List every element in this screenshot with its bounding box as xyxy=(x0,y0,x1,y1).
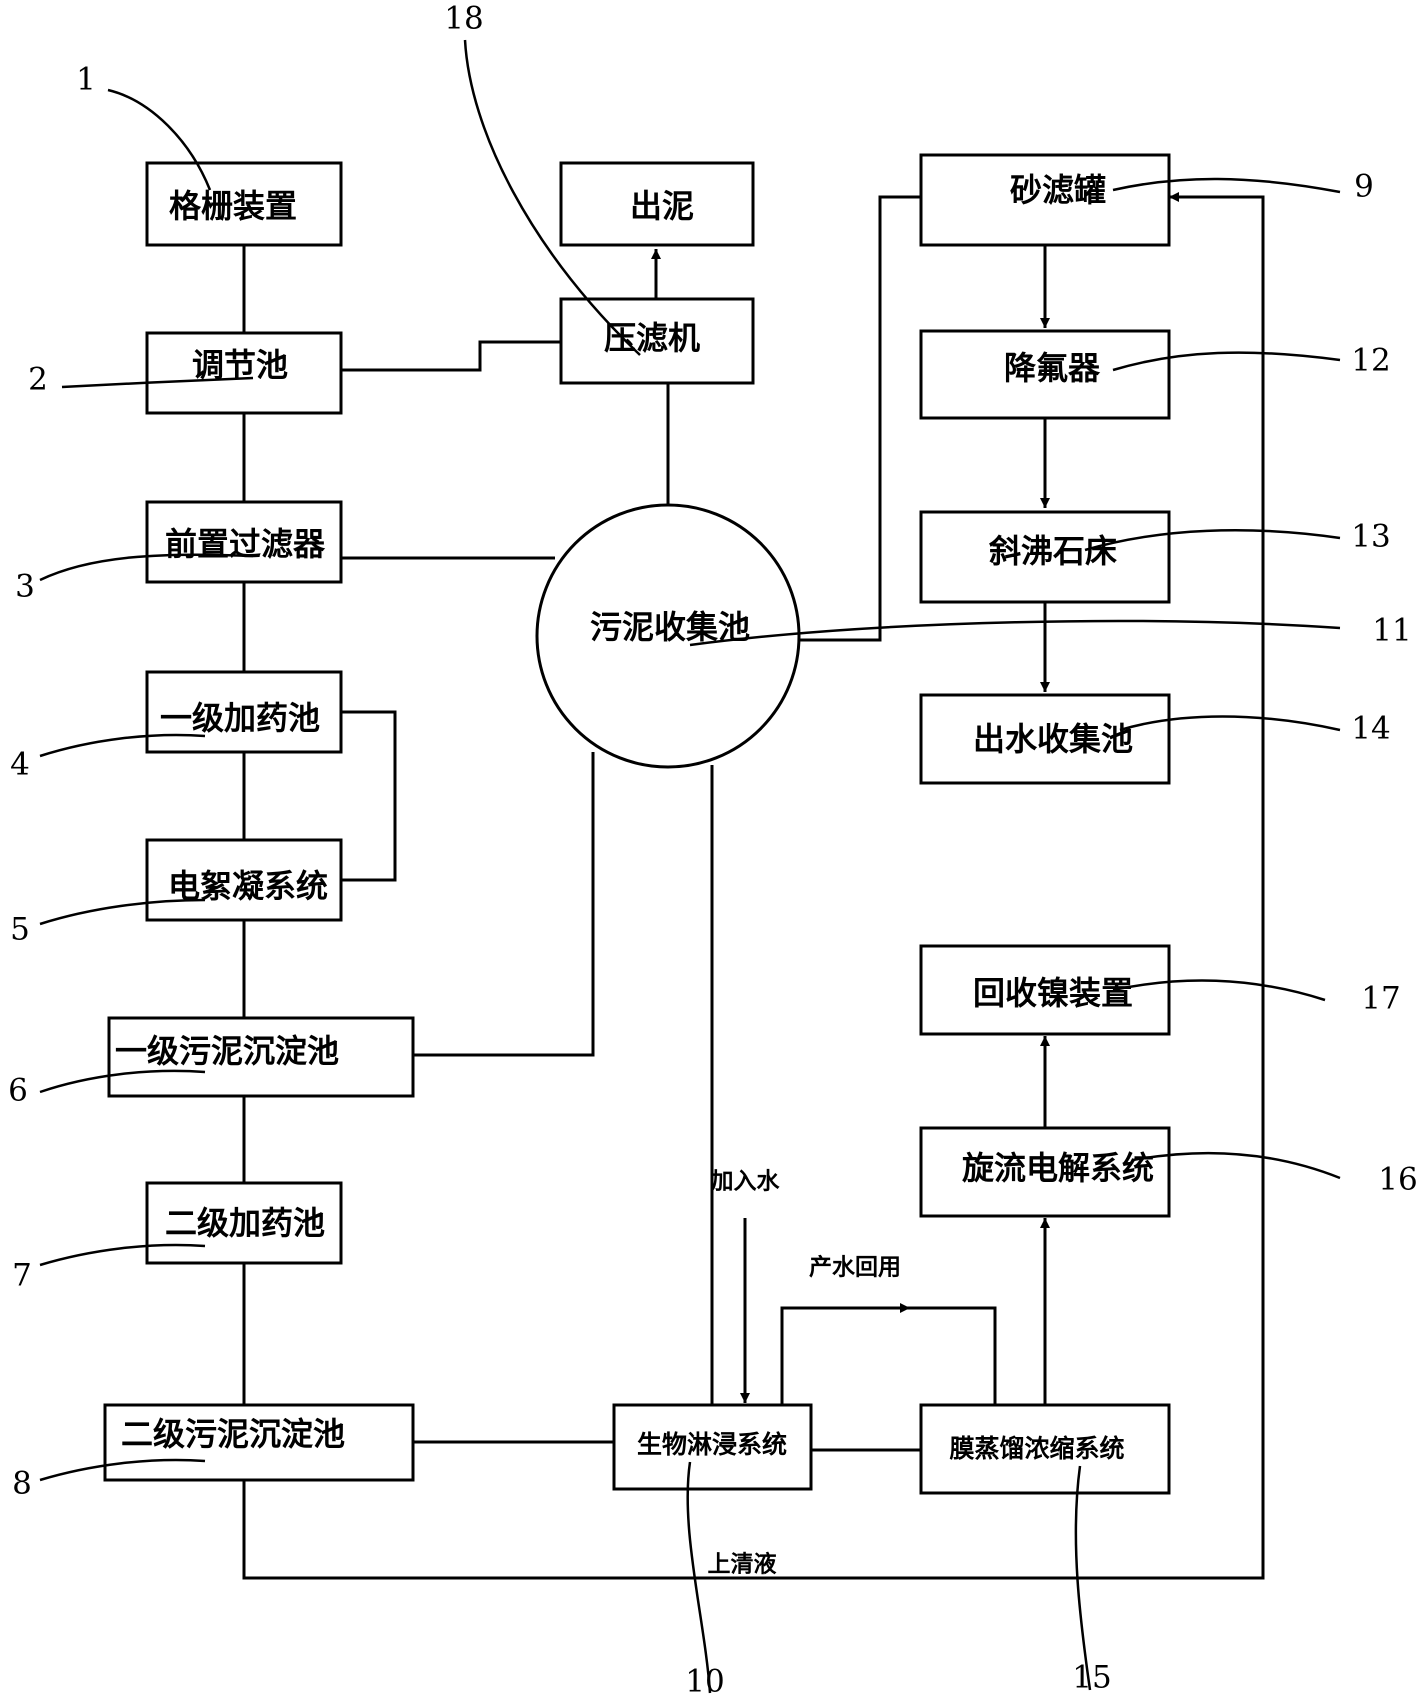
leader-10 xyxy=(686,1461,712,1694)
ref-15: 15 xyxy=(1072,1660,1111,1696)
ref-18: 18 xyxy=(444,1,483,37)
ref-4: 4 xyxy=(10,747,30,783)
line-sed1-collection xyxy=(413,752,595,1057)
ref-17: 17 xyxy=(1361,981,1400,1017)
reference-numbers: 1 2 3 4 5 6 7 8 9 10 11 12 13 14 15 16 1… xyxy=(8,1,1418,1700)
box-bioleaching: 生物淋浸系统 xyxy=(612,1403,813,1491)
label-cyclone-electrolysis: 旋流电解系统 xyxy=(962,1149,1154,1187)
ref-3: 3 xyxy=(15,569,35,605)
label-effluent-collection: 出水收集池 xyxy=(973,720,1133,758)
leader-4 xyxy=(39,733,206,758)
line-loop-dosing1-electroflocculation xyxy=(341,710,397,882)
label-bioleaching: 生物淋浸系统 xyxy=(637,1430,787,1459)
leader-9 xyxy=(1112,177,1341,194)
ref-2: 2 xyxy=(28,362,48,398)
leader-13 xyxy=(1084,529,1341,552)
note-supernatant: 上清液 xyxy=(708,1551,777,1578)
leader-17 xyxy=(1112,979,1326,1002)
box-electroflocculation: 电絮凝系统 xyxy=(145,838,343,922)
box-effluent-collection: 出水收集池 xyxy=(919,693,1171,785)
leader-7 xyxy=(39,1243,206,1267)
label-membrane-distillation: 膜蒸馏浓缩系统 xyxy=(949,1434,1124,1463)
label-dosing-tank-1: 一级加药池 xyxy=(160,699,320,737)
leader-12 xyxy=(1112,351,1341,372)
ref-13: 13 xyxy=(1351,519,1390,555)
ref-11: 11 xyxy=(1372,613,1411,649)
line-water-reuse xyxy=(780,1306,997,1405)
box-sedimentation-2: 二级污泥沉淀池 xyxy=(103,1403,415,1482)
leader-16 xyxy=(1132,1151,1341,1180)
line-supernatant-return xyxy=(242,192,1265,1580)
box-nickel-recovery: 回收镍装置 xyxy=(919,944,1171,1036)
label-filter-press: 压滤机 xyxy=(604,319,700,357)
ref-8: 8 xyxy=(12,1466,32,1502)
box-sludge-out: 出泥 xyxy=(559,161,755,247)
label-sand-filter: 砂滤罐 xyxy=(1010,171,1106,209)
box-prefilter: 前置过滤器 xyxy=(145,500,343,584)
box-filter-press: 压滤机 xyxy=(559,297,755,385)
leader-2 xyxy=(61,376,254,389)
label-nickel-recovery: 回收镍装置 xyxy=(973,974,1133,1012)
ref-1: 1 xyxy=(76,62,96,98)
box-sedimentation-1: 一级污泥沉淀池 xyxy=(107,1016,415,1098)
connection-lines xyxy=(242,192,1265,1580)
ref-14: 14 xyxy=(1351,711,1390,747)
line-collection-sandfilter xyxy=(798,195,921,642)
leader-1 xyxy=(107,88,212,191)
label-prefilter: 前置过滤器 xyxy=(165,525,326,563)
ref-6: 6 xyxy=(8,1073,28,1109)
leader-3 xyxy=(39,553,254,582)
box-grille: 格栅装置 xyxy=(145,161,343,247)
leader-5 xyxy=(39,898,206,926)
box-cyclone-electrolysis: 旋流电解系统 xyxy=(919,1126,1171,1218)
box-zeolite-bed: 斜沸石床 xyxy=(919,510,1171,604)
box-dosing-tank-2: 二级加药池 xyxy=(145,1181,343,1265)
leader-6 xyxy=(39,1069,206,1094)
label-sedimentation-2: 二级污泥沉淀池 xyxy=(121,1415,345,1453)
ref-9: 9 xyxy=(1354,169,1374,205)
box-fluoride-reducer: 降氟器 xyxy=(919,329,1171,420)
ref-7: 7 xyxy=(12,1258,32,1294)
ref-12: 12 xyxy=(1351,343,1390,379)
label-grille: 格栅装置 xyxy=(169,187,297,225)
label-dosing-tank-2: 二级加药池 xyxy=(165,1204,325,1242)
reference-leaders xyxy=(39,39,1341,1694)
ref-10: 10 xyxy=(685,1664,724,1700)
leader-11 xyxy=(689,619,1341,647)
leader-15 xyxy=(1074,1465,1092,1691)
box-membrane-distillation: 膜蒸馏浓缩系统 xyxy=(919,1403,1171,1495)
line-regulating-filterpress xyxy=(341,340,561,372)
box-sand-filter: 砂滤罐 xyxy=(919,153,1171,247)
label-electroflocculation: 电絮凝系统 xyxy=(168,867,328,905)
label-zeolite-bed: 斜沸石床 xyxy=(989,532,1117,570)
ref-16: 16 xyxy=(1378,1162,1417,1198)
ref-5: 5 xyxy=(10,912,30,948)
leader-14 xyxy=(1119,715,1341,732)
leader-18 xyxy=(463,39,641,356)
label-sludge-out: 出泥 xyxy=(630,187,694,225)
label-fluoride-reducer: 降氟器 xyxy=(1004,349,1101,387)
label-sedimentation-1: 一级污泥沉淀池 xyxy=(115,1032,339,1070)
note-water-reuse: 产水回用 xyxy=(809,1254,901,1281)
leader-8 xyxy=(39,1458,206,1482)
note-add-water: 加入水 xyxy=(710,1169,781,1195)
box-dosing-tank-1: 一级加药池 xyxy=(145,670,343,754)
box-regulating-tank: 调节池 xyxy=(145,331,343,415)
